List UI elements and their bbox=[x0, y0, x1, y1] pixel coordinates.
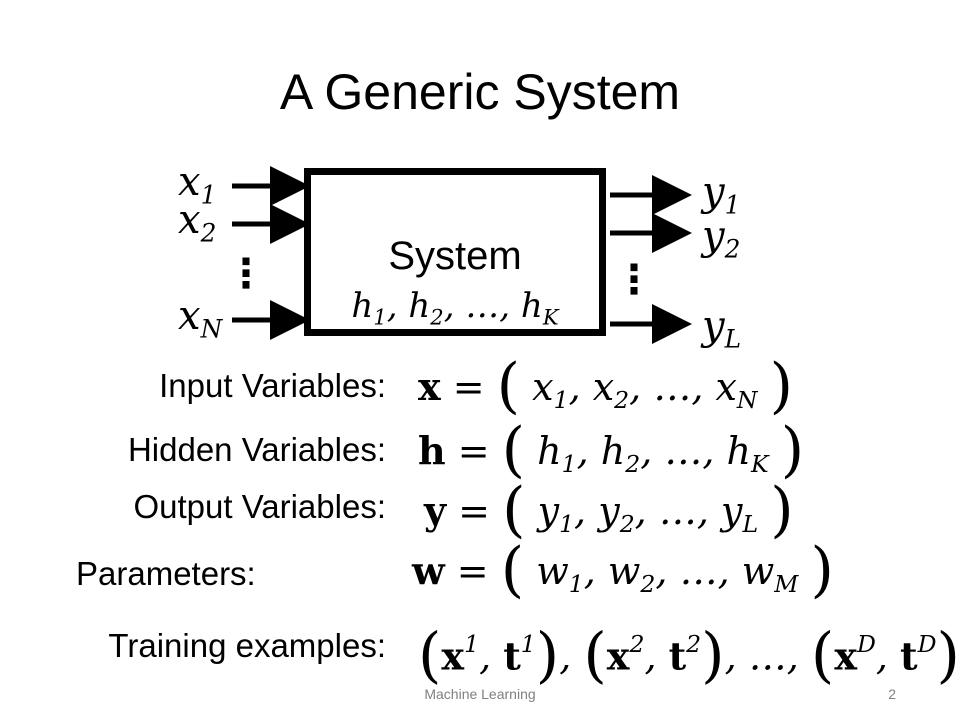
system-label: System bbox=[388, 234, 522, 278]
training-examples-equation: (x1, t1), (x2, t2), …, (xD, tD) bbox=[418, 620, 960, 691]
input-xn: xN bbox=[178, 293, 223, 344]
output-yl: yL bbox=[702, 303, 742, 354]
parameters-equation: w = ( w1, w2, …, wM ) bbox=[412, 535, 834, 605]
training-examples-label: Training examples: bbox=[108, 627, 386, 664]
system-hidden-variables: h1, h2, …, hK bbox=[351, 286, 559, 330]
input-x1: x1 bbox=[178, 159, 217, 210]
slide-title: A Generic System bbox=[279, 64, 681, 120]
parameters-label: Parameters: bbox=[76, 555, 256, 592]
hidden-variables-label: Hidden Variables: bbox=[127, 431, 386, 468]
input-ellipsis: ⋮ bbox=[226, 252, 266, 296]
footer-text: Machine Learning bbox=[424, 686, 536, 702]
system-box bbox=[304, 168, 606, 336]
output-ellipsis: ⋮ bbox=[614, 258, 654, 302]
input-variables-equation: x = ( x1, x2, …, xN ) bbox=[418, 351, 794, 421]
output-y1: y1 bbox=[702, 169, 741, 220]
input-variables-label: Input Variables: bbox=[159, 367, 386, 404]
output-variables-label: Output Variables: bbox=[133, 488, 386, 525]
input-x2: x2 bbox=[178, 197, 217, 248]
hidden-variables-equation: h = ( h1, h2, …, hK ) bbox=[418, 415, 805, 485]
output-variables-equation: y = ( y1, y2, …, yL ) bbox=[424, 475, 794, 545]
output-y2: y2 bbox=[702, 213, 741, 264]
page-number: 2 bbox=[888, 686, 896, 702]
